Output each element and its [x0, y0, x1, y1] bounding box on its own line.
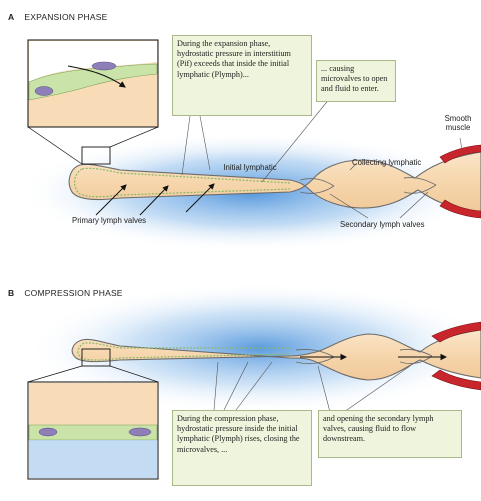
nucleus-a1 — [34, 86, 54, 96]
primary-valve-arrow-1 — [95, 184, 127, 216]
connector-a1 — [27, 126, 83, 165]
pointer-smooth-muscle — [459, 137, 463, 151]
panel-b-title: COMPRESSION PHASE — [24, 288, 123, 298]
magnify-box-a — [81, 146, 111, 165]
smooth-muscle-top-a — [439, 144, 481, 164]
label-initial-lymphatic: Initial lymphatic — [223, 163, 277, 172]
callout-compression-1: During the compression phase, hydrostati… — [172, 410, 312, 486]
smooth-muscle-bottom-a — [439, 199, 481, 219]
nucleus-a2 — [91, 61, 117, 71]
callout-compression-2: and opening the secondary lymph valves, … — [318, 410, 462, 458]
panel-b-header: B COMPRESSION PHASE — [8, 288, 123, 298]
panel-a — [20, 39, 481, 252]
nucleus-b1 — [38, 427, 58, 437]
panel-b-letter: B — [8, 288, 15, 298]
connector-b1 — [27, 365, 83, 383]
smooth-muscle-top-b — [431, 321, 481, 343]
pointer-b4 — [317, 365, 331, 413]
nucleus-b2 — [128, 427, 152, 437]
pointer-b3 — [235, 361, 273, 411]
endothelium-b — [77, 342, 291, 361]
endothelium-a — [74, 167, 291, 198]
secondary-valve-1-b — [295, 349, 335, 365]
pointer-collecting — [349, 163, 357, 171]
pointer-a2 — [199, 115, 211, 171]
pointer-b1 — [213, 361, 219, 411]
panel-a-title: EXPANSION PHASE — [24, 12, 108, 22]
secondary-valve-2-a — [403, 177, 437, 194]
magnify-box-b — [81, 348, 111, 367]
secondary-valve-1-a — [299, 178, 335, 194]
pointer-b5 — [343, 365, 411, 413]
label-primary-valves: Primary lymph valves — [72, 216, 147, 225]
pointer-a3 — [261, 97, 331, 183]
smooth-muscle-bottom-b — [431, 369, 481, 391]
inset-lumen-b — [29, 383, 157, 425]
panel-b — [25, 282, 481, 480]
pointer-b2 — [223, 361, 249, 411]
callout-expansion-2: ... causing microvalves to open and flui… — [316, 60, 396, 102]
pointer-secondary-1 — [329, 193, 369, 219]
pointer-a1 — [181, 115, 191, 176]
connector-a2 — [109, 126, 159, 148]
label-collecting-lymphatic: Collecting lymphatic — [352, 158, 422, 167]
pointer-secondary-2 — [399, 191, 429, 219]
inset-flow-arrow-a — [67, 65, 126, 88]
inset-interstitium-b — [29, 440, 157, 478]
panel-a-header: A EXPANSION PHASE — [8, 12, 108, 22]
panel-a-letter: A — [8, 12, 15, 22]
label-smooth-muscle: Smooth muscle — [444, 114, 472, 132]
connector-b2 — [109, 365, 159, 383]
callout-expansion-1: During the expansion phase, hydrostatic … — [172, 35, 312, 116]
primary-valve-arrow-2 — [139, 185, 169, 216]
primary-valve-arrow-3 — [185, 183, 215, 213]
inset-top-a — [29, 41, 157, 82]
inset-endothelium-a — [28, 63, 158, 101]
label-secondary-valves: Secondary lymph valves — [340, 220, 425, 229]
